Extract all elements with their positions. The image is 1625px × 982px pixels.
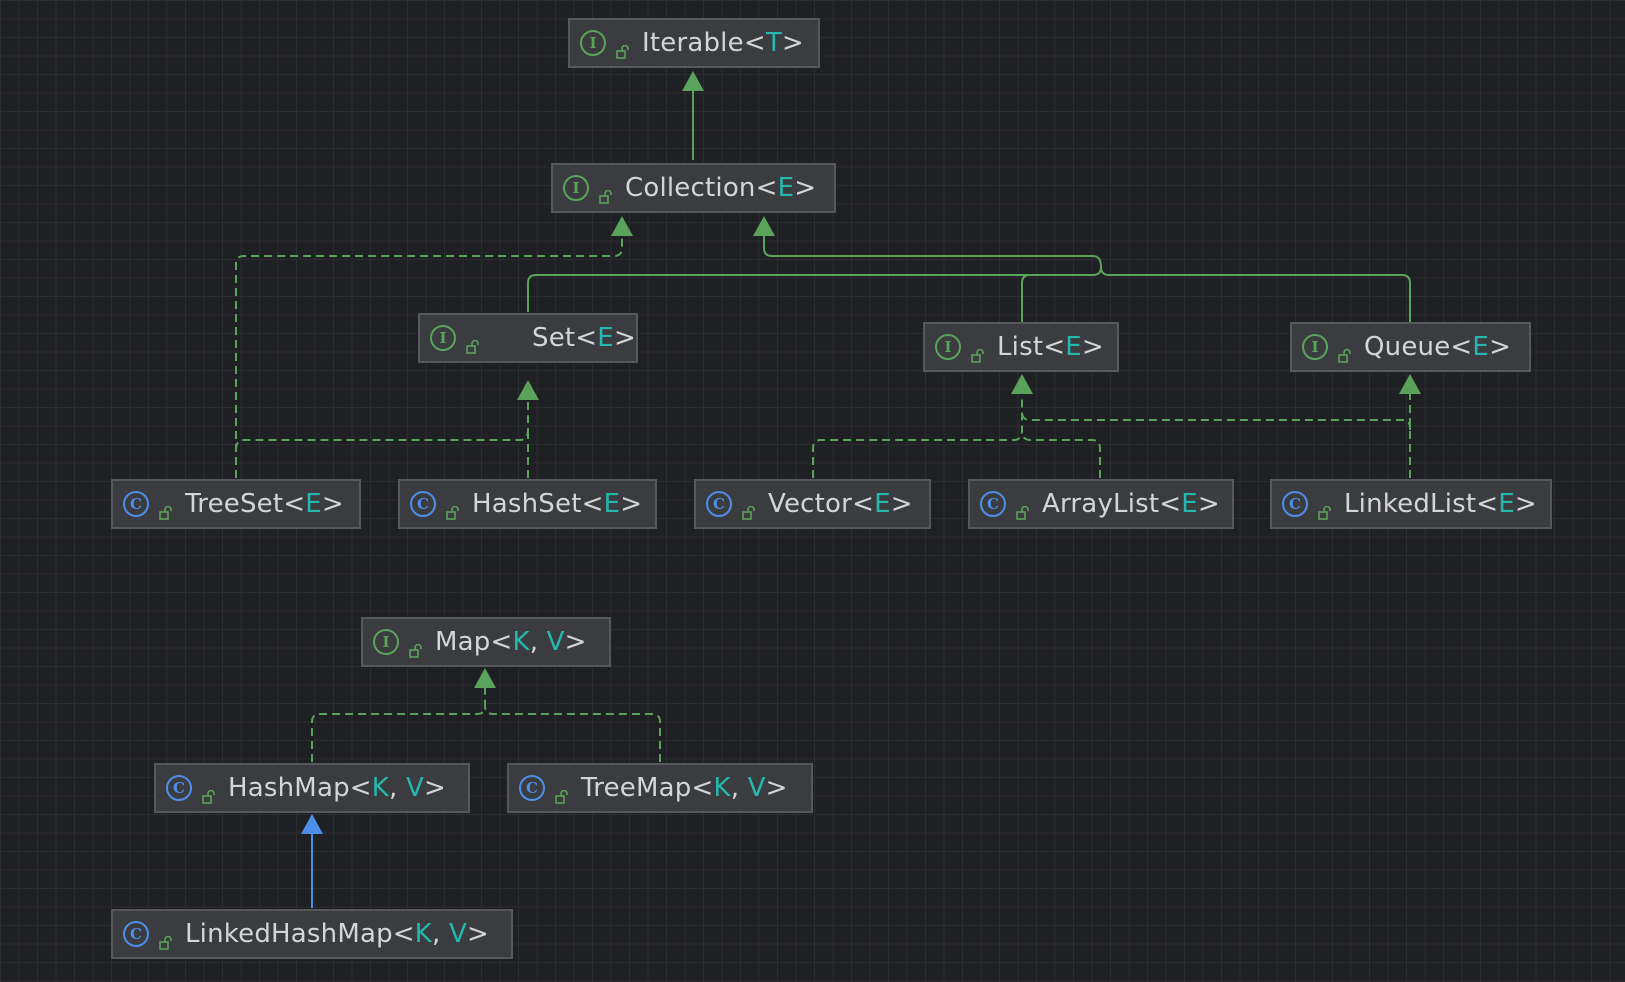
node-collection[interactable]: I Collection<E> [551,163,836,213]
type-parameter: E [1181,489,1198,519]
class-icon: C [123,921,149,947]
type-name: ArrayList [1042,489,1160,519]
unlocked-icon [202,781,216,804]
node-name: Set<E> [532,323,636,353]
node-name: Queue<E> [1364,332,1512,362]
edge-subinterfaces-collection [527,216,1411,349]
unlocked-icon [616,36,630,59]
node-name: HashSet<E> [472,489,643,519]
type-parameter: V [405,773,424,803]
node-name: List<E> [997,332,1104,362]
type-parameter: E [597,323,614,353]
node-name: Iterable<T> [642,28,804,58]
node-name: LinkedHashMap<K, V> [185,919,489,949]
node-name: Collection<E> [625,173,817,203]
type-parameter: V [546,627,565,657]
node-name: TreeSet<E> [185,489,344,519]
node-vector[interactable]: C Vector<E> [694,479,931,529]
unlocked-icon [1318,497,1332,520]
type-parameter: E [1065,332,1082,362]
node-set[interactable]: I Set<E> [418,313,638,363]
type-name: HashSet [472,489,582,519]
unlocked-icon [971,340,985,363]
edge-treeset-collection [235,216,633,478]
class-icon: C [410,491,436,517]
class-icon: C [519,775,545,801]
class-icon: C [1282,491,1308,517]
type-parameter: V [448,919,467,949]
edge-maps-map [311,668,661,762]
type-parameter: T [765,28,782,58]
unlocked-icon [599,181,613,204]
type-parameter: E [603,489,621,519]
edge-linkedlist-queue [1399,374,1421,478]
type-name: TreeMap [581,773,692,803]
unlocked-icon [159,927,173,950]
node-queue[interactable]: I Queue<E> [1290,322,1531,372]
type-parameter: K [713,773,731,803]
type-name: LinkedList [1344,489,1477,519]
node-iterable[interactable]: I Iterable<T> [568,18,820,68]
type-parameter: E [305,489,322,519]
type-name: Map [435,627,491,657]
type-name: Set [532,323,576,353]
type-name: LinkedHashMap [185,919,393,949]
unlocked-icon [1338,340,1352,363]
interface-icon: I [1302,334,1328,360]
type-name: List [997,332,1044,362]
interface-icon: I [935,334,961,360]
unlocked-icon [1016,497,1030,520]
type-parameter: K [414,919,433,949]
node-hashset[interactable]: C HashSet<E> [398,479,657,529]
node-linkedlist[interactable]: C LinkedList<E> [1270,479,1552,529]
node-arraylist[interactable]: C ArrayList<E> [968,479,1234,529]
type-name: Iterable [642,28,744,58]
interface-icon: I [430,325,456,351]
node-list[interactable]: I List<E> [923,322,1119,372]
type-parameter: V [747,773,766,803]
node-name: HashMap<K, V> [228,773,446,803]
edge-sets-set [235,380,539,478]
type-parameter: E [777,173,795,203]
node-name: TreeMap<K, V> [581,773,788,803]
edge-linkedhashmap-hashmap [301,814,323,908]
node-map[interactable]: I Map<K, V> [361,617,611,667]
type-name: Vector [768,489,853,519]
unlocked-icon [555,781,569,804]
unlocked-icon [466,331,480,354]
type-parameter: E [1472,332,1490,362]
class-icon: C [123,491,149,517]
unlocked-icon [742,497,756,520]
unlocked-icon [159,497,173,520]
type-name: Collection [625,173,756,203]
node-hashmap[interactable]: C HashMap<K, V> [154,763,470,813]
type-parameter: K [371,773,390,803]
type-name: Queue [1364,332,1451,362]
unlocked-icon [446,497,460,520]
edge-lists-list [812,374,1411,478]
node-name: LinkedList<E> [1344,489,1537,519]
node-treemap[interactable]: C TreeMap<K, V> [507,763,813,813]
node-linkedhashmap[interactable]: C LinkedHashMap<K, V> [111,909,513,959]
interface-icon: I [373,629,399,655]
edge-collection-iterable [682,71,704,160]
unlocked-icon [409,635,423,658]
node-name: Map<K, V> [435,627,587,657]
type-parameter: K [512,627,530,657]
interface-icon: I [563,175,589,201]
type-parameter: E [1498,489,1515,519]
class-icon: C [166,775,192,801]
node-name: Vector<E> [768,489,913,519]
node-name: ArrayList<E> [1042,489,1220,519]
interface-icon: I [580,30,606,56]
node-treeset[interactable]: C TreeSet<E> [111,479,361,529]
type-name: HashMap [228,773,350,803]
class-icon: C [980,491,1006,517]
type-parameter: E [874,489,891,519]
type-name: TreeSet [185,489,284,519]
class-icon: C [706,491,732,517]
